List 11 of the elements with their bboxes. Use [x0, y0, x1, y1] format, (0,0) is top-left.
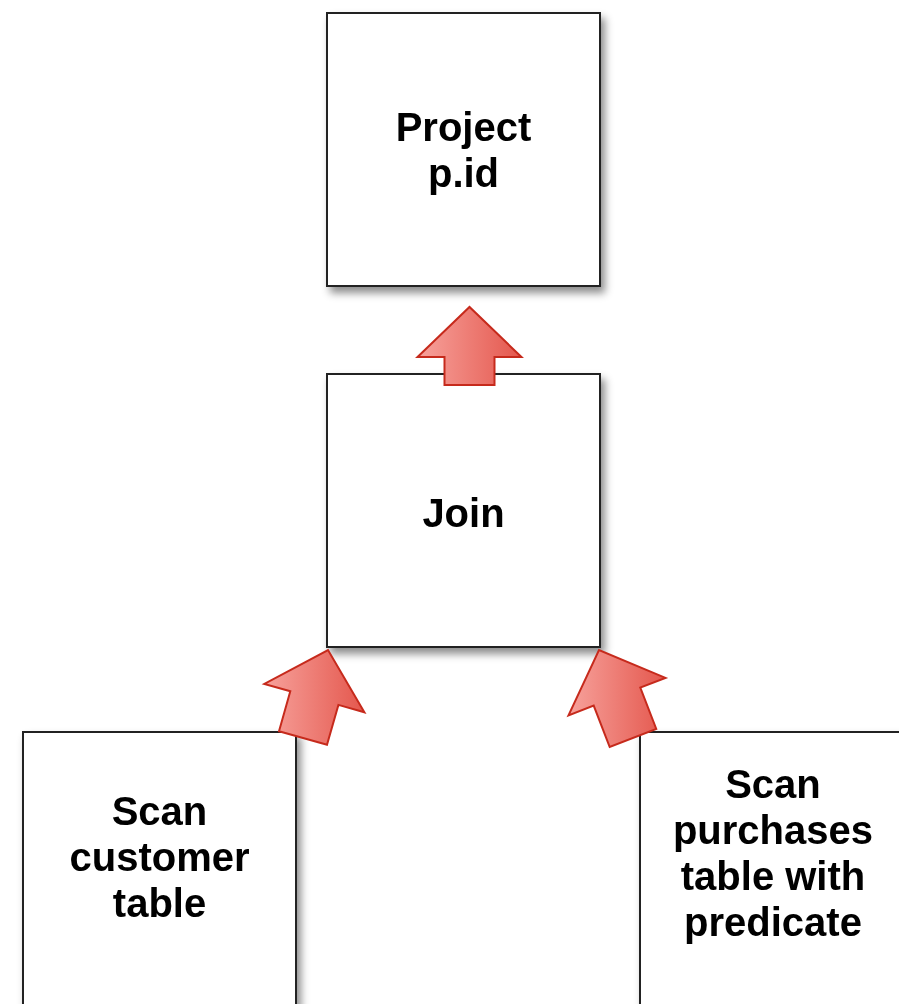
block-arrow [566, 648, 669, 749]
block-arrow [261, 648, 367, 747]
process-box [326, 373, 601, 648]
node-label: Join [421, 490, 506, 536]
node-label: Scan customer table [68, 788, 251, 926]
process-box [22, 731, 297, 1004]
process-box [326, 12, 601, 287]
node-label: Scan purchases table with predicate [671, 761, 875, 945]
block-arrow [415, 305, 524, 386]
process-box [639, 731, 899, 1004]
node-label: Project p.id [394, 104, 533, 196]
